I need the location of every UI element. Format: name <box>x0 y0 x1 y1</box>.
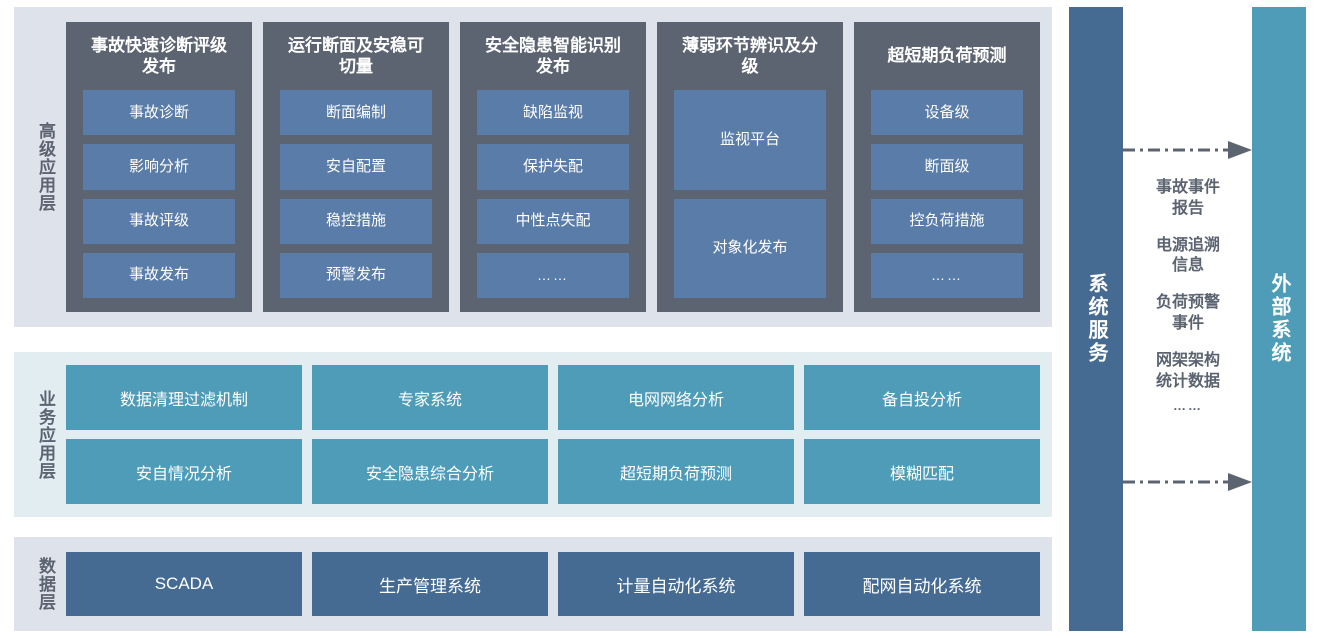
pillar-system-service-label: 系统服务 <box>1085 273 1107 365</box>
business-item[interactable]: 数据清理过滤机制 <box>66 365 302 430</box>
layer-label-business: 业务应用层 <box>36 389 56 480</box>
business-row-2: 安自情况分析 安全隐患综合分析 超短期负荷预测 模糊匹配 <box>66 439 1040 504</box>
advanced-column-4-title: 薄弱环节辨识及分级 <box>682 35 818 76</box>
advanced-item[interactable]: 稳控措施 <box>280 198 432 244</box>
business-row-1: 数据清理过滤机制 专家系统 电网网络分析 备自投分析 <box>66 365 1040 430</box>
advanced-item-ellipsis[interactable]: …… <box>477 252 629 298</box>
advanced-column-3-items: 缺陷监视 保护失配 中性点失配 …… <box>477 90 629 298</box>
advanced-item[interactable]: 断面级 <box>871 144 1023 190</box>
layer-label-advanced: 高级应用层 <box>36 122 56 212</box>
pillar-system-service[interactable]: 系统服务 <box>1069 7 1123 631</box>
advanced-column-2-items: 断面编制 安自配置 稳控措施 预警发布 <box>280 90 432 298</box>
advanced-item[interactable]: 缺陷监视 <box>477 90 629 136</box>
advanced-item[interactable]: 对象化发布 <box>674 198 826 298</box>
advanced-item[interactable]: 设备级 <box>871 90 1023 136</box>
advanced-column-1[interactable]: 事故快速诊断评级发布 事故诊断 影响分析 事故评级 事故发布 <box>66 22 252 312</box>
flow-label-ellipsis: …… <box>1173 398 1203 414</box>
advanced-item[interactable]: 中性点失配 <box>477 198 629 244</box>
advanced-column-2[interactable]: 运行断面及安稳可切量 断面编制 安自配置 稳控措施 预警发布 <box>263 22 449 312</box>
pillar-external-system-label: 外部系统 <box>1268 273 1290 365</box>
advanced-item-ellipsis[interactable]: …… <box>871 252 1023 298</box>
advanced-column-5[interactable]: 超短期负荷预测 设备级 断面级 控负荷措施 …… <box>854 22 1040 312</box>
advanced-item[interactable]: 保护失配 <box>477 144 629 190</box>
layer-label-data: 数据层 <box>36 557 56 611</box>
pillar-external-system[interactable]: 外部系统 <box>1252 7 1306 631</box>
business-item[interactable]: 模糊匹配 <box>804 439 1040 504</box>
advanced-column-4-items: 监视平台 对象化发布 <box>674 90 826 298</box>
advanced-column-5-title: 超短期负荷预测 <box>887 46 1007 66</box>
advanced-column-3[interactable]: 安全隐患智能识别发布 缺陷监视 保护失配 中性点失配 …… <box>460 22 646 312</box>
data-item[interactable]: 配网自动化系统 <box>804 552 1040 616</box>
business-item[interactable]: 超短期负荷预测 <box>558 439 794 504</box>
flow-label: 网架架构 统计数据 <box>1155 351 1220 390</box>
business-item[interactable]: 专家系统 <box>312 365 548 430</box>
business-item[interactable]: 电网网络分析 <box>558 365 794 430</box>
layer-body-business: 数据清理过滤机制 专家系统 电网网络分析 备自投分析 安自情况分析 安全隐患综合… <box>66 352 1052 517</box>
layer-body-advanced: 事故快速诊断评级发布 事故诊断 影响分析 事故评级 事故发布 运行断面及安稳可切… <box>66 7 1052 327</box>
flow-label: 电源追溯 信息 <box>1155 236 1220 275</box>
business-item[interactable]: 安自情况分析 <box>66 439 302 504</box>
business-item[interactable]: 安全隐患综合分析 <box>312 439 548 504</box>
data-item[interactable]: SCADA <box>66 552 302 616</box>
flow-label: 事故事件 报告 <box>1155 179 1220 217</box>
data-item[interactable]: 生产管理系统 <box>312 552 548 616</box>
advanced-column-4[interactable]: 薄弱环节辨识及分级 监视平台 对象化发布 <box>657 22 843 312</box>
data-item[interactable]: 计量自动化系统 <box>558 552 794 616</box>
advanced-column-3-title: 安全隐患智能识别发布 <box>485 35 621 76</box>
advanced-column-1-title: 事故快速诊断评级发布 <box>91 35 227 76</box>
layer-body-data: SCADA 生产管理系统 计量自动化系统 配网自动化系统 <box>66 537 1052 631</box>
advanced-item[interactable]: 事故发布 <box>83 252 235 298</box>
advanced-item[interactable]: 控负荷措施 <box>871 198 1023 244</box>
advanced-item[interactable]: 监视平台 <box>674 90 826 190</box>
advanced-item[interactable]: 影响分析 <box>83 144 235 190</box>
flow-arrow-top-icon <box>1123 141 1252 159</box>
layer-business-application: 业务应用层 数据清理过滤机制 专家系统 电网网络分析 备自投分析 安自情况分析 … <box>14 352 1052 517</box>
advanced-column-1-items: 事故诊断 影响分析 事故评级 事故发布 <box>83 90 235 298</box>
layer-stack: 高级应用层 事故快速诊断评级发布 事故诊断 影响分析 事故评级 事故发布 运行断… <box>14 7 1052 631</box>
advanced-item[interactable]: 事故评级 <box>83 198 235 244</box>
advanced-column-2-title: 运行断面及安稳可切量 <box>288 35 424 76</box>
advanced-item[interactable]: 断面编制 <box>280 90 432 136</box>
flow-label: 负荷预警 事件 <box>1155 294 1220 332</box>
advanced-item[interactable]: 事故诊断 <box>83 90 235 136</box>
layer-data: 数据层 SCADA 生产管理系统 计量自动化系统 配网自动化系统 <box>14 537 1052 631</box>
flow-label-list: 事故事件 报告 电源追溯 信息 负荷预警 事件 网架架构 统计数据 …… <box>1123 178 1253 468</box>
advanced-item[interactable]: 安自配置 <box>280 144 432 190</box>
flow-arrow-bottom-icon <box>1123 473 1252 491</box>
advanced-column-5-items: 设备级 断面级 控负荷措施 …… <box>871 90 1023 298</box>
business-item[interactable]: 备自投分析 <box>804 365 1040 430</box>
layer-advanced-application: 高级应用层 事故快速诊断评级发布 事故诊断 影响分析 事故评级 事故发布 运行断… <box>14 7 1052 327</box>
advanced-item[interactable]: 预警发布 <box>280 252 432 298</box>
